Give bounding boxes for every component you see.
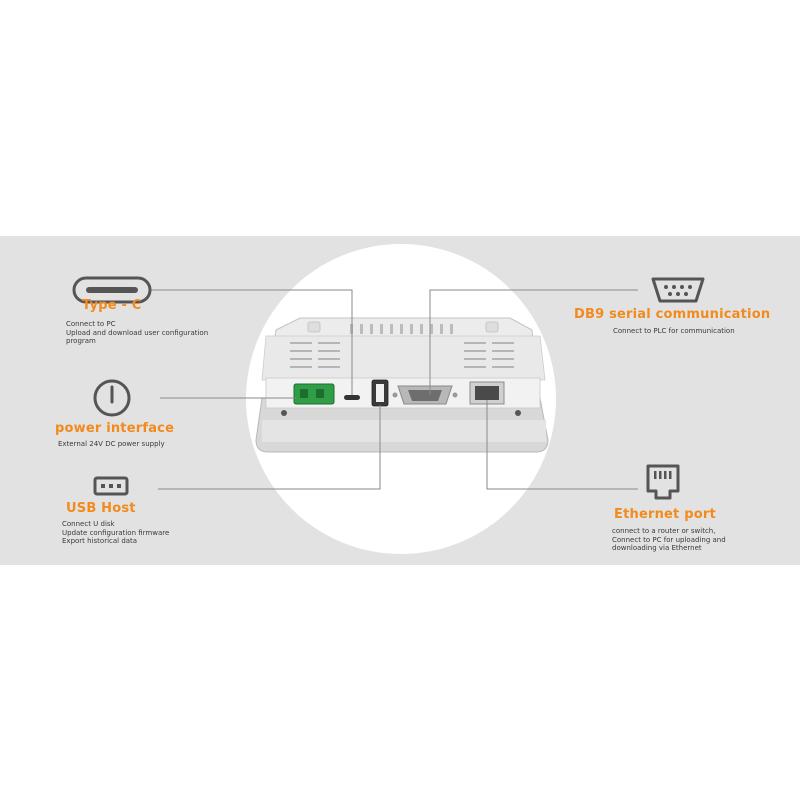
leader-typec [150,289,353,395]
usb-c-icon [72,276,152,304]
usb-desc-line-2: Update configuration firmware [62,528,170,537]
ethernet-desc-line-3: downloading via Ethernet [612,544,702,553]
db9-screw-right [452,392,458,398]
usb-desc-line-3: Export historical data [62,537,138,546]
typec-desc-line-3: program [66,337,96,346]
typec-desc-line-2: Upload and download user configuration [66,328,209,337]
usb-title: USB Host [66,501,136,516]
usb-description: Connect U disk Update configuration firm… [62,520,169,546]
power-title: power interface [55,421,175,436]
db9-icon [651,277,705,303]
ethernet-desc-line-1: connect to a router or switch, [612,527,716,535]
callout-power: power interface [55,421,174,437]
typec-port [344,395,360,400]
mounting-tab-left [307,321,321,333]
leader-usb [158,405,381,490]
typec-description: Connect to PC Upload and download user c… [66,320,208,346]
screw-hole-left [281,410,287,416]
power-description: External 24V DC power supply [58,440,165,449]
leader-db9 [429,289,638,395]
terminal-slot-2 [316,389,324,398]
mounting-tab-right [485,321,499,333]
power-desc-line-1: External 24V DC power supply [58,440,165,448]
typec-desc-line-1: Connect to PC [66,320,116,328]
usb-a-icon [93,476,129,496]
vent-slots-left [290,342,340,368]
callout-ethernet: Ethernet port [614,507,716,523]
terminal-slot-1 [300,389,308,398]
ethernet-title: Ethernet port [614,507,716,522]
screw-hole-right [515,410,521,416]
callout-db9: DB9 serial communication [574,307,770,323]
ethernet-socket [475,386,499,400]
db9-screw-left [392,392,398,398]
usb-desc-line-1: Connect U disk [62,520,115,528]
db9-desc-line-1: Connect to PLC for communication [613,327,735,335]
leader-ethernet [486,400,638,490]
ethernet-description: connect to a router or switch, Connect t… [612,527,726,553]
db9-inner [408,390,442,401]
db9-description: Connect to PLC for communication [613,327,735,336]
power-icon [93,379,131,417]
usb-a-tongue [376,384,384,402]
callout-usb: USB Host [66,501,136,517]
ethernet-desc-line-2: Connect to PC for uploading and [612,535,726,544]
leader-lines [150,289,638,490]
vent-slots-right [464,342,514,368]
db9-title: DB9 serial communication [574,307,771,322]
typec-title: Type - C [82,298,142,313]
callout-typec: Type - C [82,298,142,314]
bezel-face [262,420,546,442]
rear-panel [261,335,546,381]
ethernet-icon [646,464,680,500]
